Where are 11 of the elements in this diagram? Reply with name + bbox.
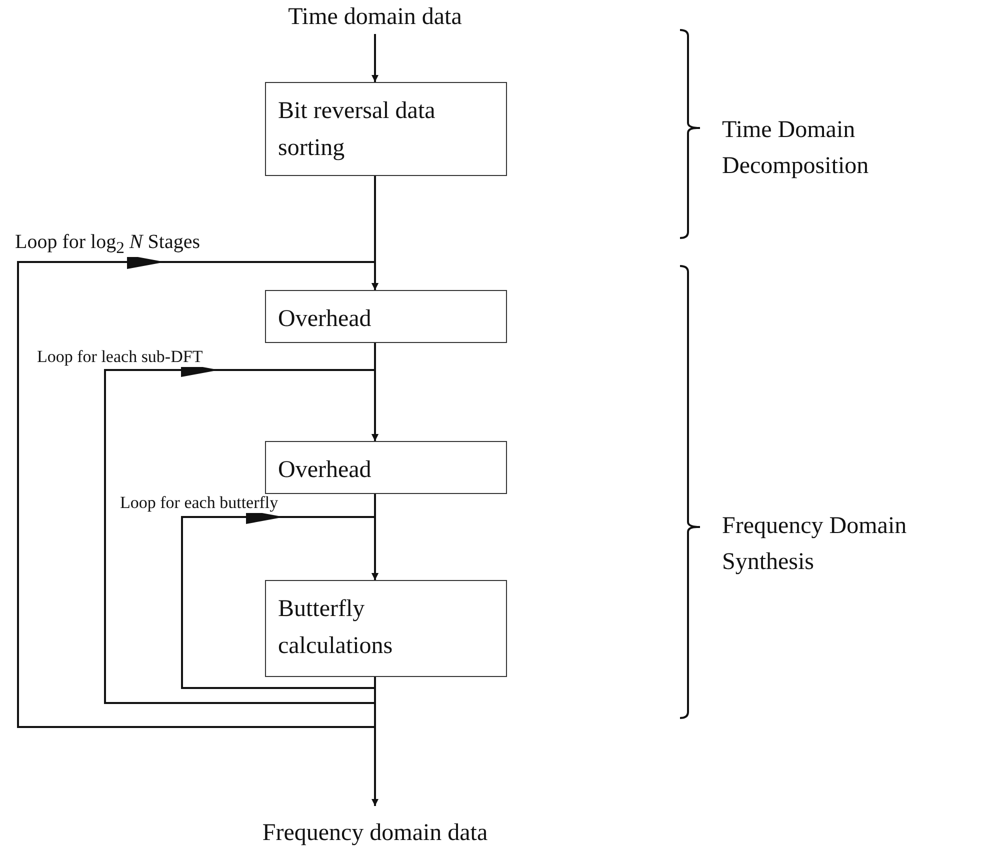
process-box: Bit reversal data sorting — [265, 82, 507, 176]
process-box: Overhead — [265, 441, 507, 494]
output-label: Frequency domain data — [225, 806, 525, 850]
process-box: Overhead — [265, 290, 507, 343]
edge-label: Loop for leach sub-DFT — [37, 348, 203, 367]
section-label: Time Domain Decomposition — [722, 116, 870, 181]
process-box: Butterfly calculations — [265, 580, 507, 677]
edge-label: Loop for each butterfly — [120, 494, 278, 513]
edge-label: Loop for log$_{2}$ N Stages — [15, 231, 200, 258]
input-label: Time domain data — [225, 2, 525, 34]
section-label: Frequency Domain Synthesis — [722, 512, 908, 577]
